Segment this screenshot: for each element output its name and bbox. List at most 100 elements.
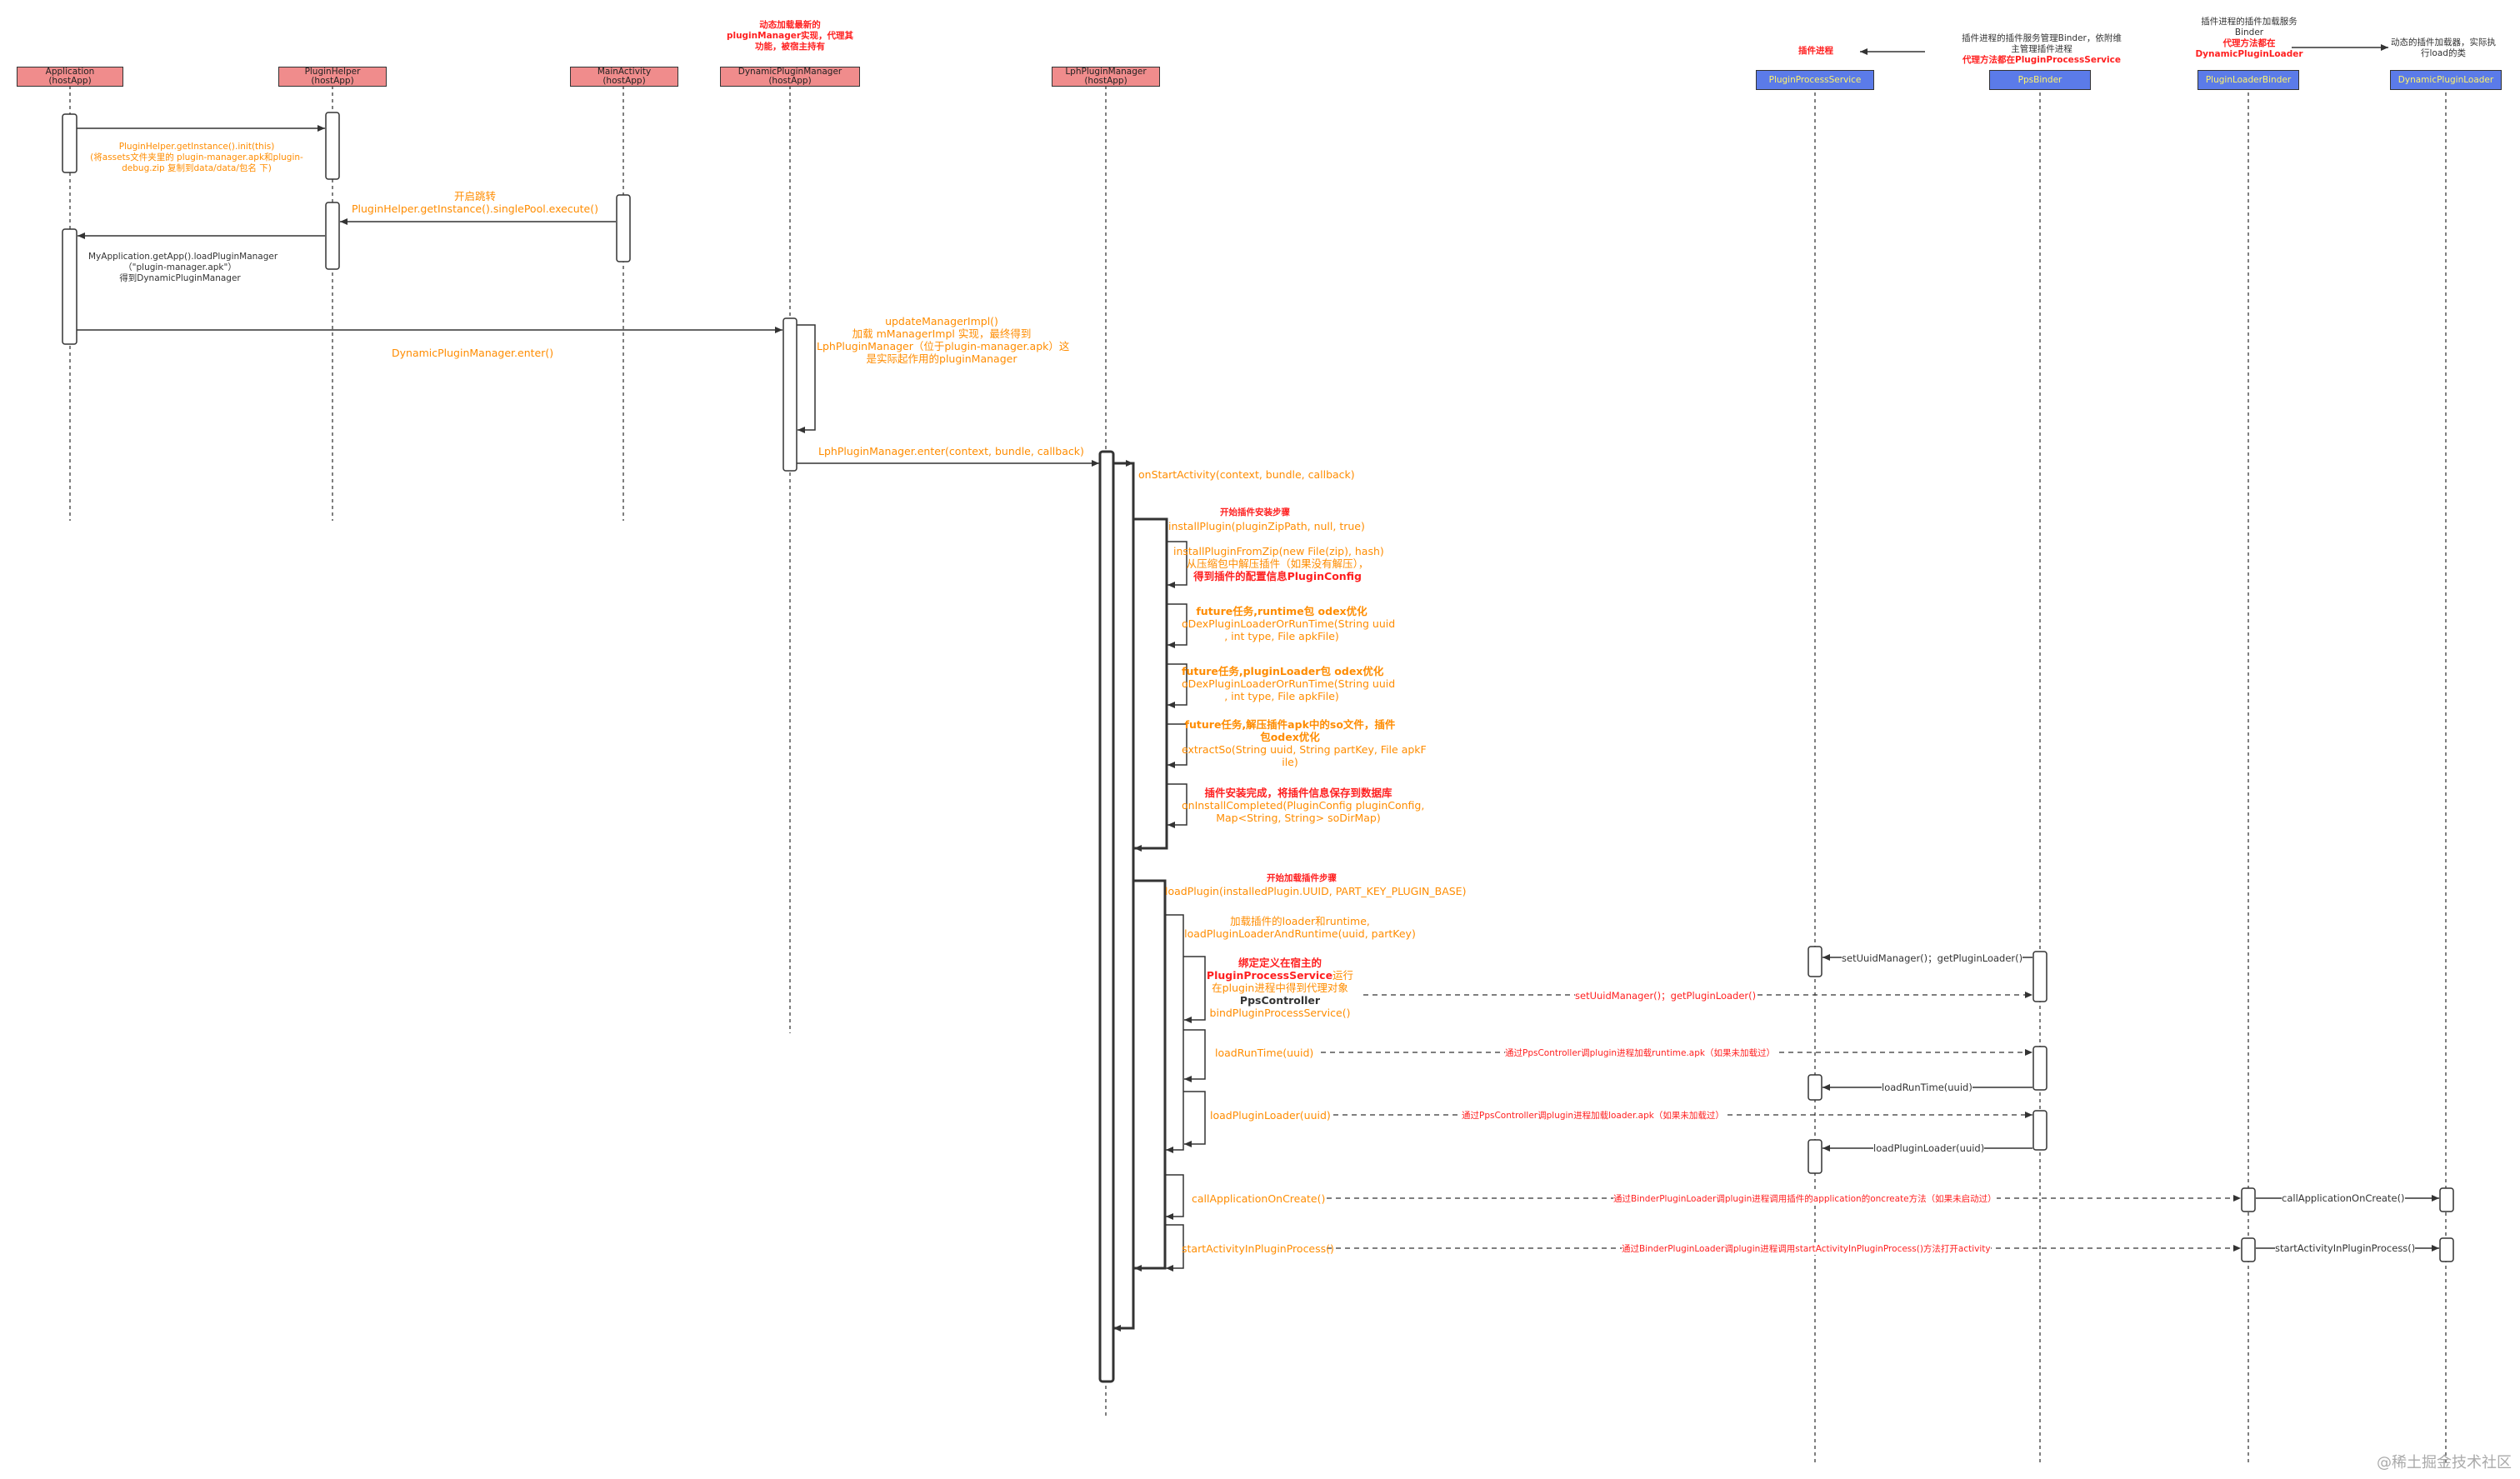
msg-line: 得到DynamicPluginManager [119, 273, 241, 283]
activation-box [2439, 1237, 2454, 1262]
msg-line: loadPluginLoaderAndRuntime(uuid, partKey… [1184, 927, 1416, 940]
arrow-s6-self [1167, 783, 1188, 828]
lane-ppsbinder: PpsBinder [1989, 70, 2091, 90]
msg-line: future任务,pluginLoader包 odex优化 [1182, 665, 1384, 677]
plugin-process-label: 插件进程 [1798, 46, 1833, 56]
lane-title: DynamicPluginLoader [2398, 74, 2494, 85]
msg-line: （"plugin-manager.apk"） [123, 262, 237, 272]
msg-line: ile) [1282, 756, 1298, 768]
msg-line: 绑定定义在宿主的 [1238, 957, 1322, 969]
step-load-runtime: loadRunTime(uuid) [1215, 1047, 1314, 1059]
note-line: 功能，被宿主持有 [755, 42, 825, 52]
step-call-oncreate: callApplicationOnCreate() [1192, 1192, 1326, 1205]
step-load-loader-runtime: 加载插件的loader和runtime, loadPluginLoaderAnd… [1183, 915, 1417, 940]
activation-box [782, 317, 798, 472]
note-line: 行load的类 [2421, 48, 2466, 58]
lane-title: LphPluginManager [1065, 67, 1147, 77]
msg-line: Map<String, String> soDirMap) [1216, 812, 1381, 824]
step-bind-pps: 绑定定义在宿主的 PluginProcessService运行 在plugin进… [1205, 957, 1355, 1019]
lane-title: PluginProcessService [1768, 74, 1862, 85]
lane-subtitle: (hostApp) [1084, 76, 1128, 86]
step-load-pluginloader: loadPluginLoader(uuid) [1210, 1109, 1331, 1122]
lane-title: MainActivity [597, 67, 652, 77]
lane-dynamicpm: DynamicPluginManager (hostApp) [720, 67, 860, 87]
msg-line: MyApplication.getApp().loadPluginManager [88, 252, 278, 262]
arrow-l6-self [1165, 1174, 1184, 1220]
install-call: installPlugin(pluginZipPath, null, true) [1168, 520, 1365, 532]
label-r4: 通过PpsController调plugin进程加载loader.apk（如果未… [1462, 1109, 1724, 1122]
activation-box [2032, 951, 2048, 1002]
note-line: 代理方法都在 [2222, 38, 2276, 48]
msg-line: installPluginFromZip(new File(zip), hash… [1173, 545, 1384, 557]
activation-box [2241, 1187, 2256, 1212]
arrow-s5-self [1167, 723, 1188, 768]
arrow-s3-self [1167, 603, 1188, 648]
activation-box [62, 228, 78, 345]
label-r6: 通过BinderPluginLoader调plugin进程调用插件的applic… [1613, 1192, 1997, 1205]
note-line: 代理方法都在PluginProcessService [1962, 55, 2121, 65]
activation-box [2439, 1187, 2454, 1212]
msg-line: 插件安装完成，将插件信息保存到数据库 [1204, 787, 1392, 799]
msg-line: onInstallCompleted(PluginConfig pluginCo… [1182, 799, 1425, 812]
dynloader-note: 动态的插件加载器，实际执 行load的类 [2385, 37, 2502, 59]
msg-update: updateManagerImpl() 加载 mManagerImpl 实现，最… [817, 315, 1070, 365]
arrow-s2-self [1167, 541, 1188, 588]
msg-lph-enter: LphPluginManager.enter(context, bundle, … [818, 445, 1084, 457]
msg-line: PluginHelper.getInstance().singlePool.ex… [352, 202, 598, 215]
msg-line: 在plugin进程中得到代理对象 [1212, 982, 1348, 994]
lane-title: PpsBinder [2018, 74, 2062, 85]
msg-line: 开启跳转 [453, 190, 496, 202]
msg-line: 从压缩包中解压插件（如果没有解压）， [1186, 557, 1369, 570]
step-unzip: installPluginFromZip(new File(zip), hash… [1173, 545, 1384, 582]
note-line: 动态的插件加载器，实际执 [2391, 37, 2496, 47]
step-runtime-odex: future任务,runtime包 odex优化 oDexPluginLoade… [1182, 605, 1396, 642]
msg-line: 包odex优化 [1260, 731, 1320, 743]
msg-onstart: onStartActivity(context, bundle, callbac… [1138, 468, 1355, 481]
arrow-l5-self [1183, 1091, 1206, 1147]
lane-subtitle: (hostApp) [768, 76, 812, 86]
note-line: pluginManager实现，代理其 [726, 31, 854, 41]
lane-pluginhelper: PluginHelper (hostApp) [278, 67, 387, 87]
note-line: 插件进程的插件服务管理Binder，依附维 [1962, 33, 2122, 43]
activation-box [62, 113, 78, 173]
step-extract-so: future任务,解压插件apk中的so文件，插件 包odex优化 extrac… [1182, 718, 1427, 768]
arrow-l4-self [1183, 1029, 1206, 1082]
arrow-install-self [1133, 517, 1168, 852]
activation-box [1098, 450, 1115, 1383]
msg-loadpm: MyApplication.getApp().loadPluginManager… [88, 252, 278, 284]
arrow-l2-self [1165, 914, 1184, 1153]
msg-line: bindPluginProcessService() [1209, 1007, 1351, 1019]
msg-line: PluginHelper.getInstance().init(this) [118, 142, 275, 152]
label-r5: loadPluginLoader(uuid) [1873, 1142, 1985, 1154]
activation-box [616, 194, 631, 262]
note-line: 动态加载最新的 [759, 20, 821, 30]
lane-loaderbinder: PluginLoaderBinder [2198, 70, 2299, 90]
msg-enter: DynamicPluginManager.enter() [392, 347, 554, 359]
lane-dynloader: DynamicPluginLoader [2390, 70, 2502, 90]
lane-subtitle: (hostApp) [48, 76, 92, 86]
activation-box [2032, 1110, 2048, 1151]
msg-line: future任务,runtime包 odex优化 [1196, 605, 1368, 617]
watermark: @稀土掘金技术社区 [2377, 1454, 2512, 1472]
load-call: loadPlugin(installedPlugin.UUID, PART_KE… [1165, 885, 1467, 897]
note-line: 插件进程的插件加载服务 [2201, 17, 2298, 27]
loaderbinder-note: 插件进程的插件加载服务 Binder 代理方法都在 DynamicPluginL… [2187, 17, 2312, 60]
lane-subtitle: (hostApp) [602, 76, 646, 86]
msg-line: 得到插件的配置信息PluginConfig [1193, 570, 1362, 582]
msg-line: LphPluginManager（位于plugin-manager.apk）这 [817, 340, 1070, 352]
step-install-complete: 插件安装完成，将插件信息保存到数据库 onInstallCompleted(Pl… [1182, 787, 1425, 824]
label-r2: 通过PpsController调plugin进程加载runtime.apk（如果… [1505, 1047, 1775, 1059]
msg-line: oDexPluginLoaderOrRunTime(String uuid [1182, 617, 1396, 630]
activation-box [1112, 462, 1135, 1330]
step-start-activity: startActivityInPluginProcess() [1182, 1242, 1334, 1255]
label-r1b: setUuidManager()；getPluginLoader() [1575, 989, 1757, 1002]
msg-line: updateManagerImpl() [885, 315, 998, 327]
activation-box [1808, 1139, 1822, 1174]
msg-line: 加载插件的loader和runtime, [1230, 915, 1370, 927]
msg-line: PluginProcessService [1206, 969, 1333, 982]
arrow-l3-self [1183, 956, 1206, 1023]
load-title: 开始加载插件步骤 [1267, 873, 1337, 883]
label-r7b: startActivityInPluginProcess() [2275, 1242, 2416, 1254]
msg-line: extractSo(String uuid, String partKey, F… [1182, 743, 1427, 756]
